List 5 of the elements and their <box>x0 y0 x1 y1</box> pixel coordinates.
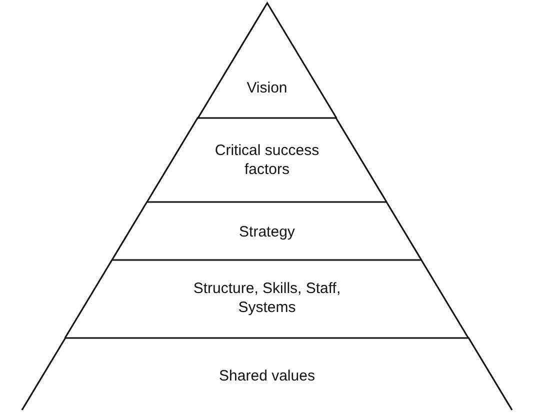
level-label: Critical success factors <box>214 141 320 179</box>
level-label: Strategy <box>238 222 296 242</box>
level-label: Vision <box>246 78 288 98</box>
level-label: Structure, Skills, Staff, Systems <box>192 279 342 317</box>
level-label: Shared values <box>218 366 316 386</box>
